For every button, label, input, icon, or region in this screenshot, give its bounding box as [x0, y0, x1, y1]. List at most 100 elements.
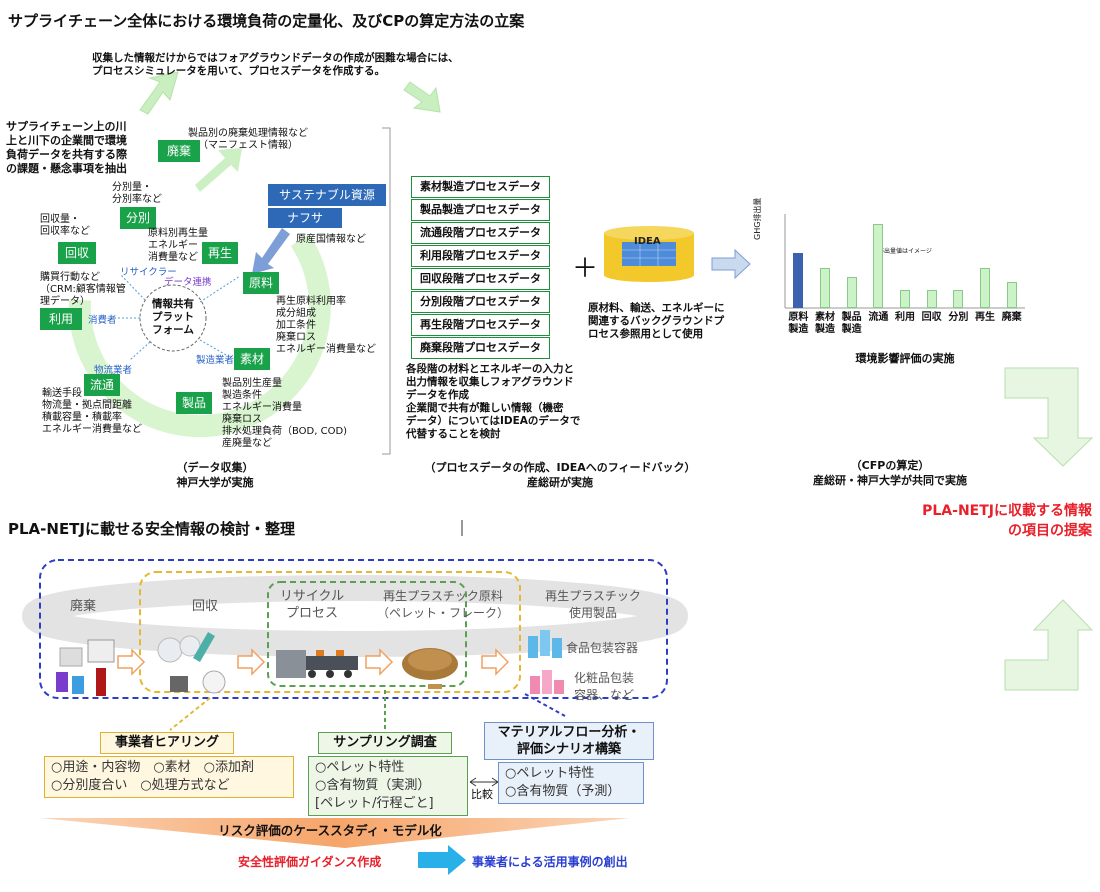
arrow-to-chart — [711, 248, 751, 280]
col2-footer: （プロセスデータの作成、IDEAへのフィードバック） 産総研が実施 — [424, 461, 696, 489]
note-ryutsu: 輸送手段 物流量・拠点間距離 積載容量・積載率 エネルギー消費量など — [42, 388, 142, 435]
resource-sustainable: サステナブル資源 — [268, 184, 386, 206]
chart-note: 排出量値はイメージ — [878, 248, 932, 255]
chart-bar — [953, 290, 964, 308]
arrow-down-right — [403, 81, 441, 113]
simulator-note: 収集した情報だけからではフォアグラウンドデータの作成が困難な場合には、 プロセス… — [92, 52, 459, 77]
resource-naphtha: ナフサ — [268, 208, 342, 228]
chart-x-label: 流通 — [868, 312, 889, 323]
resource-arrow-icon — [252, 228, 290, 274]
chart-x-label: 再生 — [974, 312, 995, 323]
chart-x-label: 廃棄 — [1001, 312, 1022, 323]
arrow-cyan — [418, 845, 466, 875]
top-title: サプライチェーン全体における環境負荷の定量化、及びCPの算定方法の立案 — [8, 12, 525, 30]
cycle-ring — [68, 233, 331, 438]
compare-arrow — [469, 777, 499, 787]
note-kaishu: 回収量・ 回収率など — [40, 214, 90, 237]
role-recycler: リサイクラー — [120, 267, 177, 278]
note-haiki: 製品別の廃棄処理情報など （マニフェスト情報） — [188, 128, 308, 151]
collection-items-icon — [157, 632, 226, 694]
stage-label-recycle: リサイクル プロセス — [279, 589, 345, 621]
chart-bar — [900, 290, 910, 308]
plus-sign: ＋ — [572, 254, 599, 284]
issue-note: サプライチェーン上の川 上と川下の企業間で環境 負荷データを共有する際 の課題・… — [6, 120, 127, 175]
arrow-up-left — [139, 71, 179, 115]
idea-note: 原材料、輸送、エネルギーに 関連するバックグラウンドプ ロセス参照用として使用 — [588, 302, 725, 340]
sampling-title: サンプリング調査 — [318, 732, 452, 754]
col1-footer: （データ収集） 神戸大学が実施 — [176, 461, 254, 489]
elbow-arrow-down — [1004, 367, 1094, 467]
process-item: 再生段階プロセスデータ — [411, 314, 550, 336]
note-seihin: 製品別生産量 製造条件 エネルギー消費量 廃棄ロス 排水処理負荷（BOD, CO… — [222, 378, 348, 449]
chart-x-labels: 原料製造素材製造製品製造流通利用回収分別再生廃棄 — [785, 312, 1025, 342]
chart-x-label: 製品製造 — [841, 312, 862, 335]
chart-bar — [1006, 281, 1017, 308]
stage-haiki: 廃棄 — [158, 140, 200, 162]
frame-blue — [39, 559, 668, 699]
stage-ryutsu: 流通 — [84, 374, 120, 396]
process-item: 製品製造プロセスデータ — [411, 199, 550, 221]
process-item: 素材製造プロセスデータ — [411, 176, 550, 198]
role-link: データ連携 — [164, 277, 212, 288]
cycle-arrow-icon — [195, 148, 242, 192]
risk-band — [40, 818, 630, 848]
platform-circle — [139, 284, 207, 352]
role-links — [110, 273, 241, 361]
stage-seihin: 製品 — [176, 392, 212, 414]
process-item: 回収段階プロセスデータ — [411, 268, 550, 290]
chart-ylabel: GHG排出量 — [753, 197, 762, 240]
sampling-box: ○ペレット特性 ○含有物質（実測） [ペレット/行程ごと] — [308, 756, 468, 816]
info-platform: 情報共有 プラット フォーム — [152, 298, 194, 336]
process-item: 廃棄段階プロセスデータ — [411, 337, 550, 359]
resource-origin-note: 原産国情報など — [296, 234, 366, 245]
chart-bar — [846, 277, 857, 308]
chart-x-label: 回収 — [921, 312, 942, 323]
process-item: 流通段階プロセスデータ — [411, 222, 550, 244]
process-item: 利用段階プロセスデータ — [411, 245, 550, 267]
recycle-machine-icon — [276, 650, 358, 678]
chart-bar — [793, 253, 804, 308]
stage-bunbetsu: 分別 — [120, 207, 156, 229]
col3-footer: （CFPの算定） 産総研・神戸大学が共同で実施 — [813, 459, 967, 487]
proposal-text: PLA-NETJに収載する情報 の項目の提案 — [922, 503, 1092, 539]
process-note: 各段階の材料とエネルギーの入力と 出力情報を収集しフォアグラウンド データを作成… — [406, 363, 581, 440]
stage-kaishu: 回収 — [58, 242, 96, 264]
pellet-pile-icon — [402, 648, 458, 689]
idea-label: IDEA — [634, 236, 661, 247]
note-genryo: 再生原料利用率 成分組成 加工条件 廃棄ロス エネルギー消費量など — [276, 296, 376, 355]
stage-genryo: 原料 — [243, 272, 279, 294]
note-bunbetsu: 分別量・ 分別率など — [112, 182, 162, 205]
stage-riyo: 利用 — [40, 308, 82, 330]
stage-label-haiki: 廃棄 — [70, 599, 97, 614]
idea-database-icon — [604, 226, 694, 282]
creation-label: 事業者による活用事例の創出 — [472, 855, 628, 869]
risk-label: リスク評価のケーススタディ・モデル化 — [218, 823, 442, 838]
process-item: 分別段階プロセスデータ — [411, 291, 550, 313]
chart-caption: 環境影響評価の実施 — [855, 352, 955, 365]
elbow-arrow-up — [1004, 599, 1094, 691]
compare-label: 比較 — [471, 788, 493, 801]
stage-label-kaishu: 回収 — [192, 599, 219, 614]
bracket-left — [382, 127, 391, 455]
use-cosmetic: 化粧品包装 容器、など — [574, 671, 635, 702]
stage-label-product: 再生プラスチック 使用製品 — [545, 589, 641, 620]
chart-bar — [926, 290, 937, 308]
role-distributor: 物流業者 — [94, 365, 133, 376]
material-box: ○ペレット特性 ○含有物質（予測） — [498, 762, 644, 804]
stage-label-pellet: 再生プラスチック原料 （ペレット・フレーク） — [376, 589, 509, 620]
chart-x-label: 分別 — [948, 312, 969, 323]
hearing-title: 事業者ヒアリング — [100, 732, 234, 754]
use-food: 食品包装容器 — [566, 641, 639, 655]
hearing-box: ○用途・内容物 ○素材 ○添加剤 ○分別度合い ○処理方式など — [44, 756, 294, 798]
guidance-label: 安全性評価ガイダンス作成 — [238, 855, 382, 869]
flow-arrows — [117, 648, 510, 676]
stage-saisei: 再生 — [202, 242, 238, 264]
role-consumer: 消費者 — [88, 315, 117, 326]
waste-items-icon — [56, 639, 115, 696]
chart-bar — [873, 224, 884, 308]
chart-bar — [820, 268, 830, 308]
chart-x-label: 原料製造 — [788, 312, 809, 335]
bottom-title: PLA-NETJに載せる安全情報の検討・整理 — [8, 520, 296, 538]
chart-x-label: 素材製造 — [814, 312, 835, 335]
